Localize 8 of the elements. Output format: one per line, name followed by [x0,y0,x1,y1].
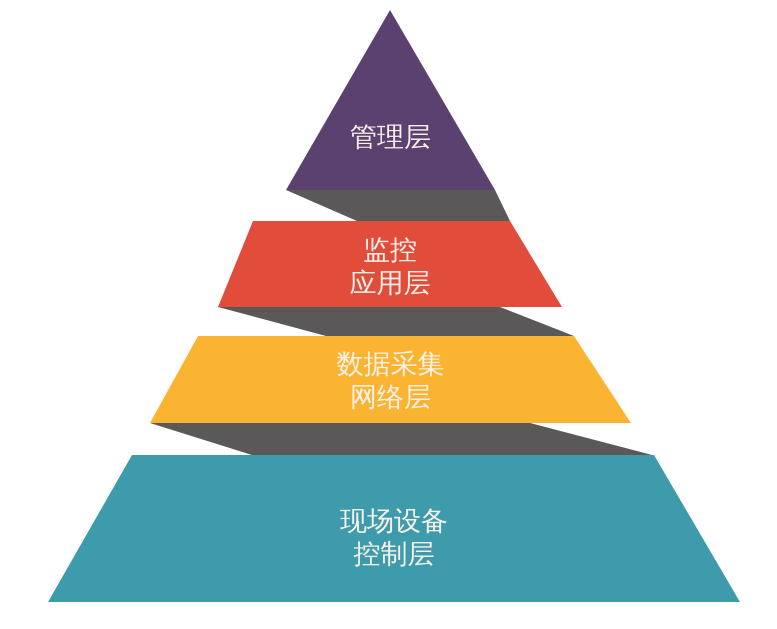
pyramid-tier-trapezoid [48,455,740,602]
pyramid-tier-trapezoid [150,336,631,423]
tier-label: 现场设备控制层 [340,505,448,571]
pyramid-tier-trapezoid [218,221,562,307]
pyramid-top-triangle [286,10,495,190]
tier-label: 数据采集网络层 [336,348,444,414]
tier-label: 监控应用层 [350,234,430,300]
tier-label: 管理层 [350,121,431,154]
